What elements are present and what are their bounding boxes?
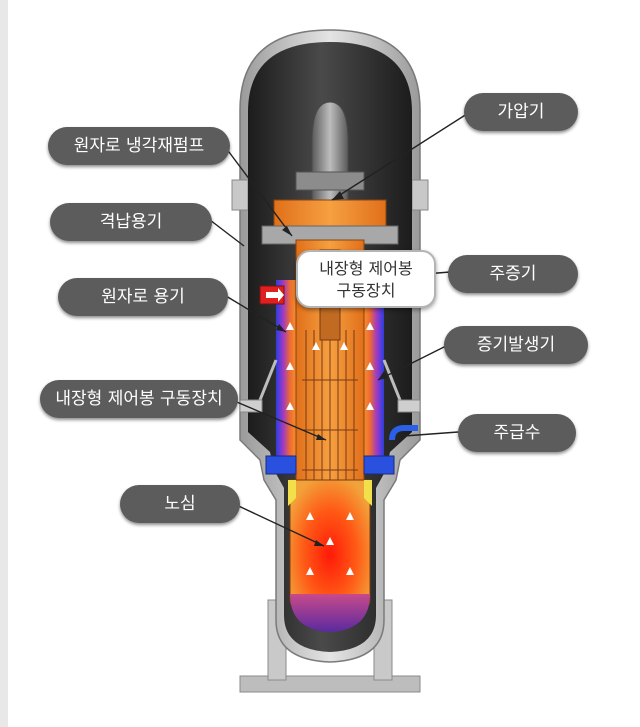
left-flange — [231, 179, 249, 211]
left-margin-strip — [0, 0, 8, 727]
downcomer-right — [364, 280, 384, 470]
label-steam-generator: 증기발생기 — [444, 326, 588, 364]
support-left — [239, 399, 263, 413]
feed-inlet-right — [363, 455, 395, 475]
control-rod-assembly — [302, 320, 358, 480]
leader-lines — [209, 111, 471, 547]
label-pressurizer: 가압기 — [464, 93, 578, 131]
feed-inlet-left — [265, 455, 297, 475]
label-containment: 격납용기 — [50, 203, 212, 241]
support-right — [397, 399, 421, 413]
flow-arrows — [286, 322, 374, 575]
label-crdm: 내장형 제어봉 구동장치 — [40, 380, 238, 418]
pressurizer-flange — [295, 171, 365, 191]
strut-left — [258, 359, 278, 401]
right-flange — [411, 179, 429, 211]
label-reactor-vessel: 원자로 용기 — [58, 278, 228, 316]
lower-plenum — [290, 594, 370, 632]
callout-line1: 내장형 제어봉 — [319, 259, 413, 278]
label-core: 노심 — [120, 485, 240, 523]
vessel-head — [273, 199, 387, 231]
base-plate — [239, 675, 421, 693]
core-side-right — [364, 480, 372, 506]
strut-right — [382, 359, 402, 401]
core-side-left — [288, 480, 296, 506]
pump-arrow — [266, 288, 284, 302]
callout-integral-crdm: 내장형 제어봉 구동장치 — [296, 250, 436, 308]
leader-arrowheads — [276, 191, 388, 546]
callout-line2: 구동장치 — [336, 281, 396, 300]
label-feedwater: 주급수 — [458, 414, 576, 452]
feedwater-pipe — [389, 425, 418, 441]
label-main-steam: 주증기 — [448, 255, 578, 293]
label-coolant-pump: 원자로 냉각재펌프 — [48, 127, 230, 165]
downcomer-left — [276, 280, 296, 470]
